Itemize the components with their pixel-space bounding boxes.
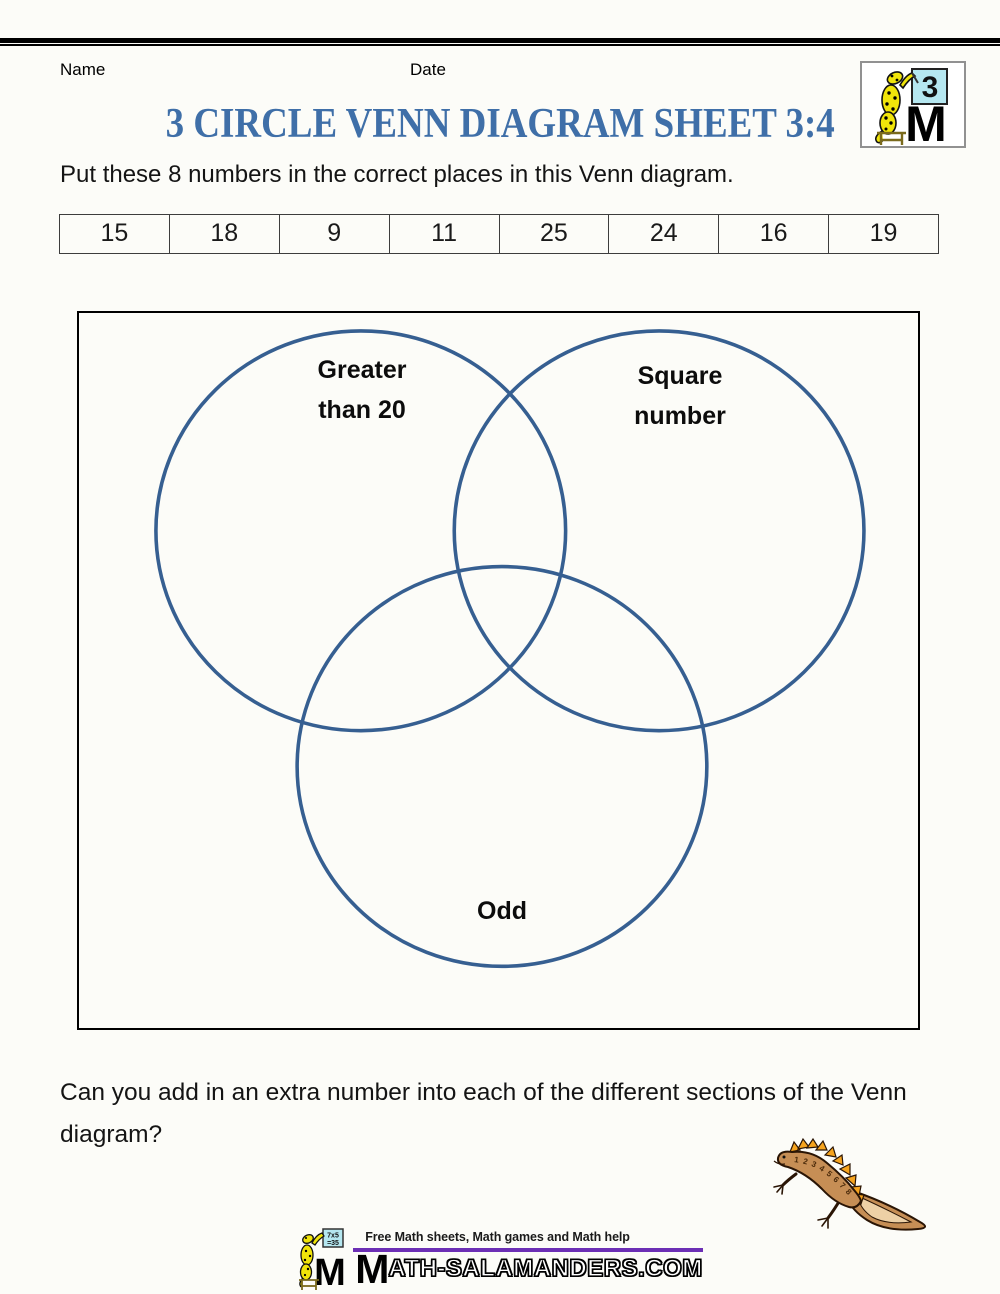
header-rule	[0, 38, 1000, 47]
number-cell: 18	[168, 215, 279, 253]
circle-odd	[295, 564, 709, 969]
number-cell: 9	[278, 215, 389, 253]
footer-wordmark: M ATH-SALAMANDERS.COM	[353, 1246, 703, 1292]
wordmark-text: ATH-SALAMANDERS.COM	[388, 1254, 703, 1282]
salamander-logo-icon: M 3	[875, 68, 948, 152]
footer-card-line2: =35	[327, 1240, 339, 1247]
challenge-text: Can you add in an extra number into each…	[60, 1079, 907, 1148]
circle-square-number	[452, 329, 866, 733]
page-title: 3 CIRCLE VENN DIAGRAM SHEET 3:4	[165, 101, 835, 147]
label-greater-than-20: Greater than 20	[317, 356, 407, 424]
logo-m-letter: M	[905, 96, 947, 146]
newt-illustration-icon: 1 2 3 4 5 6 7 8 9	[770, 1132, 926, 1231]
instruction-text: Put these 8 numbers in the correct place…	[60, 161, 734, 188]
number-cell: 24	[608, 215, 718, 253]
numbers-table: 15 18 9 11 25 24 16 19	[59, 214, 939, 254]
footer-salamander-logo-icon: M 7x5 =35	[299, 1228, 346, 1291]
number-cell: 25	[498, 215, 609, 253]
footer-tagline: Free Math sheets, Math games and Math he…	[353, 1227, 703, 1252]
label-odd: Odd	[477, 897, 527, 925]
name-field-label: Name	[60, 60, 106, 79]
number-cell: 19	[828, 215, 938, 253]
venn-diagram-frame: Greater than 20 Square number Odd	[77, 311, 920, 1030]
footer-card-line1: 7x5	[327, 1233, 339, 1240]
circle-greater-than-20	[154, 329, 568, 733]
wordmark-m: M	[355, 1246, 389, 1292]
number-cell: 15	[100, 219, 129, 247]
footer-branding: M 7x5 =35 Free Math sheets, Math games a…	[0, 1227, 1000, 1291]
number-cell: 16	[718, 215, 828, 253]
svg-text:M: M	[314, 1252, 346, 1291]
venn-circles	[154, 329, 866, 969]
label-square-number: Square number	[634, 362, 726, 430]
number-cell: 11	[388, 215, 499, 253]
logo-number: 3	[922, 71, 939, 104]
math-salamanders-corner-logo: M 3	[860, 61, 966, 152]
date-field-label: Date	[410, 60, 446, 79]
